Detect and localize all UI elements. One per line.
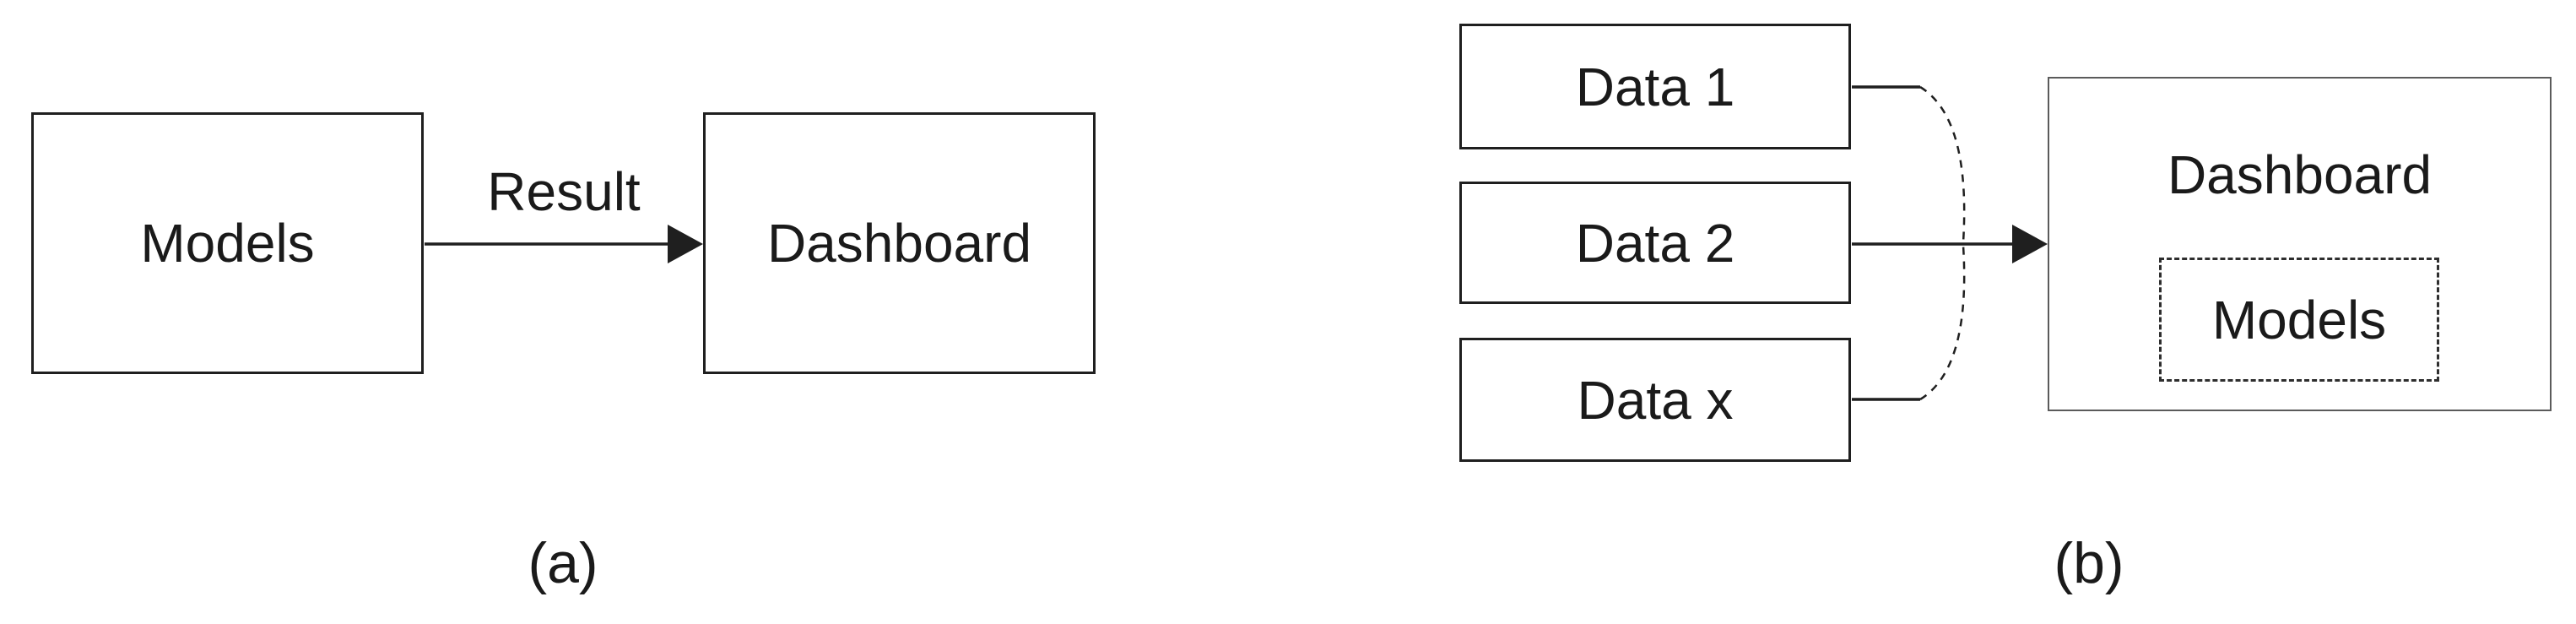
panel-b-models-box: Models: [2159, 258, 2439, 382]
panel-b-data2-label: Data 2: [1575, 212, 1735, 274]
panel-b-datax-box: Data x: [1459, 338, 1851, 462]
panel-a-caption: (a): [528, 531, 598, 595]
result-arrow-label: Result: [487, 161, 641, 222]
panel-b-models-label: Models: [2211, 289, 2387, 350]
result-arrow-head: [668, 225, 703, 263]
panel-a-dashboard-box: Dashboard: [703, 112, 1096, 374]
panel-a-models-box: Models: [31, 112, 424, 374]
panel-b-data1-box: Data 1: [1459, 24, 1851, 149]
panel-b-caption: (b): [2054, 531, 2124, 595]
panel-b-datax-label: Data x: [1577, 369, 1734, 431]
panel-b-data2-box: Data 2: [1459, 182, 1851, 304]
data-arrow-head: [2012, 225, 2048, 263]
merge-brace-top: [1919, 85, 1966, 243]
panel-a-models-label: Models: [140, 213, 315, 274]
panel-b-dashboard-label: Dashboard: [2167, 144, 2433, 205]
panel-b-data1-label: Data 1: [1575, 56, 1735, 117]
panel-a-dashboard-label: Dashboard: [766, 213, 1032, 274]
merge-brace-bottom: [1919, 245, 1966, 401]
